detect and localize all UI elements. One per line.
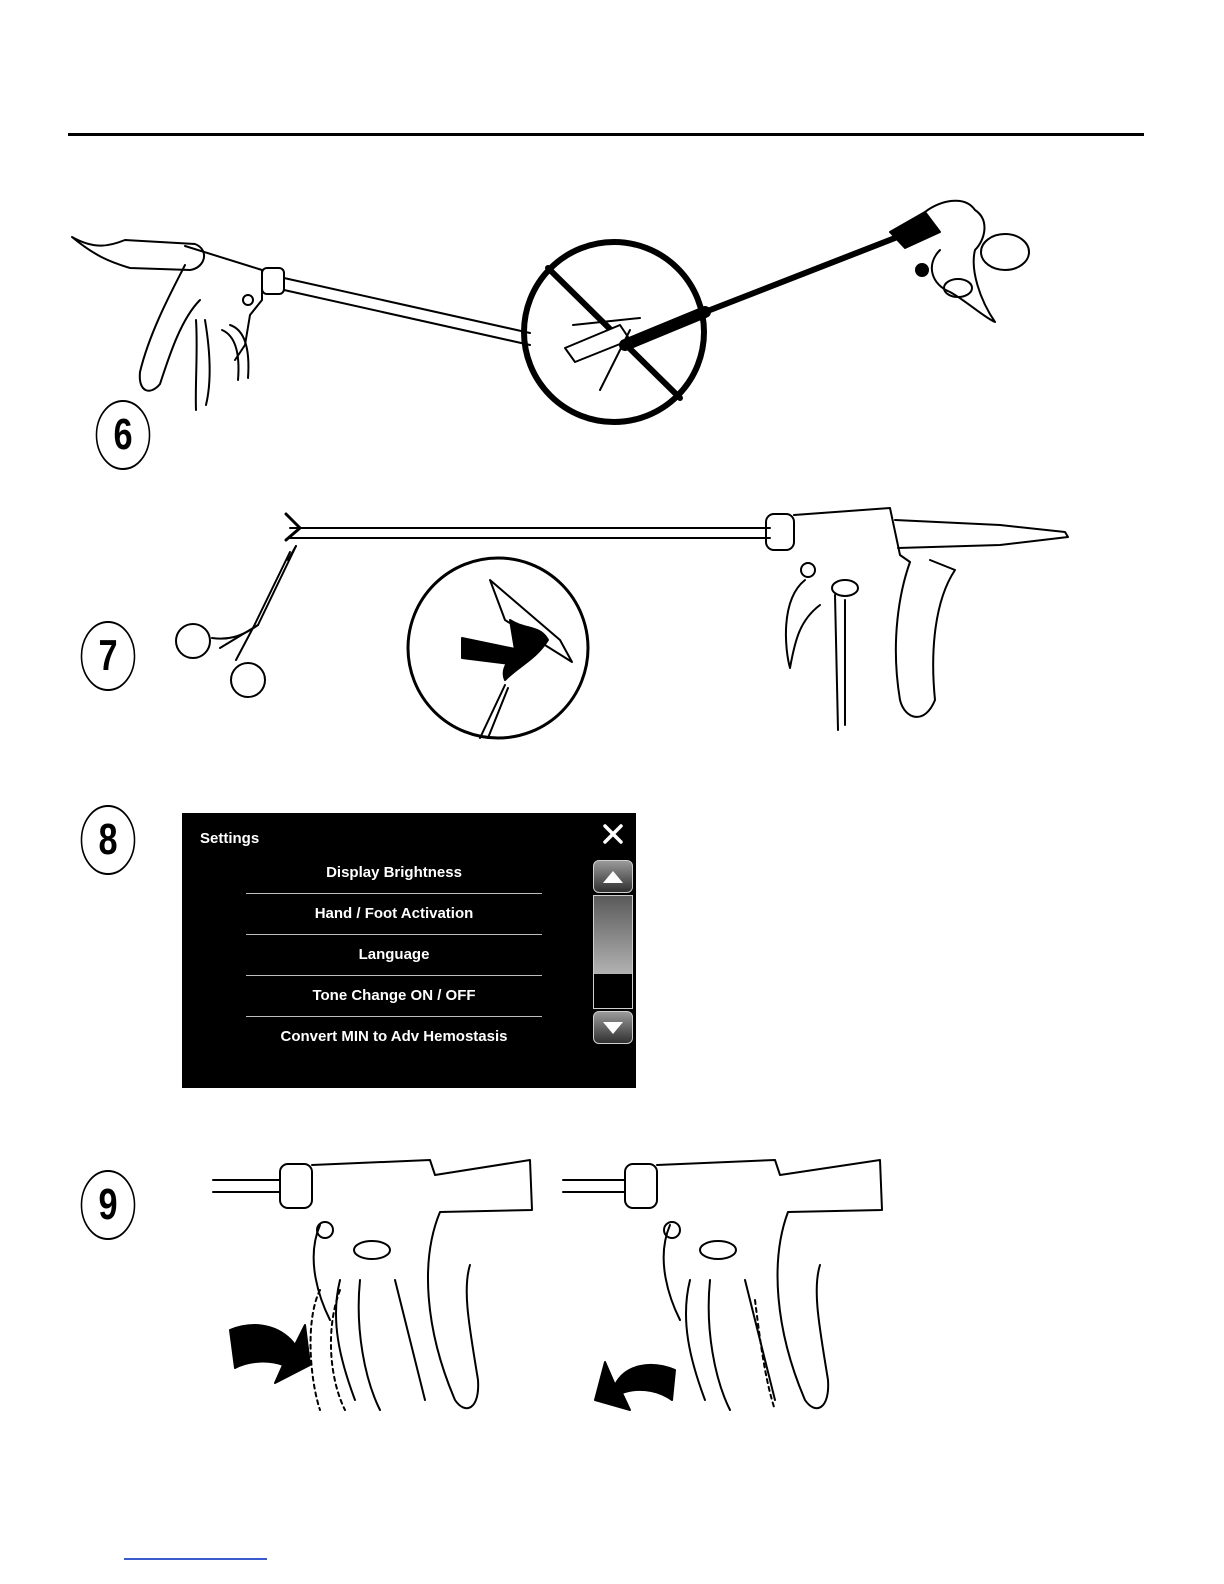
menu-item-tone-change[interactable]: Tone Change ON / OFF	[246, 976, 542, 1017]
scroll-thumb[interactable]	[594, 896, 632, 974]
triangle-up-icon	[602, 870, 624, 884]
menu-item-hand-foot-activation[interactable]: Hand / Foot Activation	[246, 894, 542, 935]
scroll-track[interactable]	[593, 895, 633, 1009]
scrollbar[interactable]	[593, 860, 635, 1044]
step6-handpiece-illustration	[72, 237, 530, 410]
scroll-down-button[interactable]	[593, 1011, 633, 1044]
step9-arrow-forward	[230, 1325, 310, 1383]
settings-menu: Display Brightness Hand / Foot Activatio…	[246, 853, 542, 1057]
triangle-down-icon	[602, 1021, 624, 1035]
menu-item-convert-min-to-adv[interactable]: Convert MIN to Adv Hemostasis	[246, 1017, 542, 1057]
close-icon[interactable]	[602, 823, 624, 845]
step7-handpiece-illustration	[286, 508, 1068, 730]
settings-screen: Settings Display Brightness Hand / Foot …	[182, 813, 636, 1088]
step9-right-handpiece	[563, 1160, 882, 1410]
footer-link-underline[interactable]	[124, 1558, 267, 1560]
menu-item-language[interactable]: Language	[246, 935, 542, 976]
step7-magnified-detail	[408, 558, 588, 738]
scroll-up-button[interactable]	[593, 860, 633, 893]
step6-grasper-illustration	[705, 201, 1029, 322]
step7-hemostat-illustration	[176, 546, 296, 697]
step9-arrow-back	[595, 1362, 675, 1410]
menu-item-display-brightness[interactable]: Display Brightness	[246, 853, 542, 894]
step9-left-handpiece	[213, 1160, 532, 1410]
step6-prohibition-symbol	[524, 242, 705, 422]
settings-title: Settings	[200, 830, 259, 847]
